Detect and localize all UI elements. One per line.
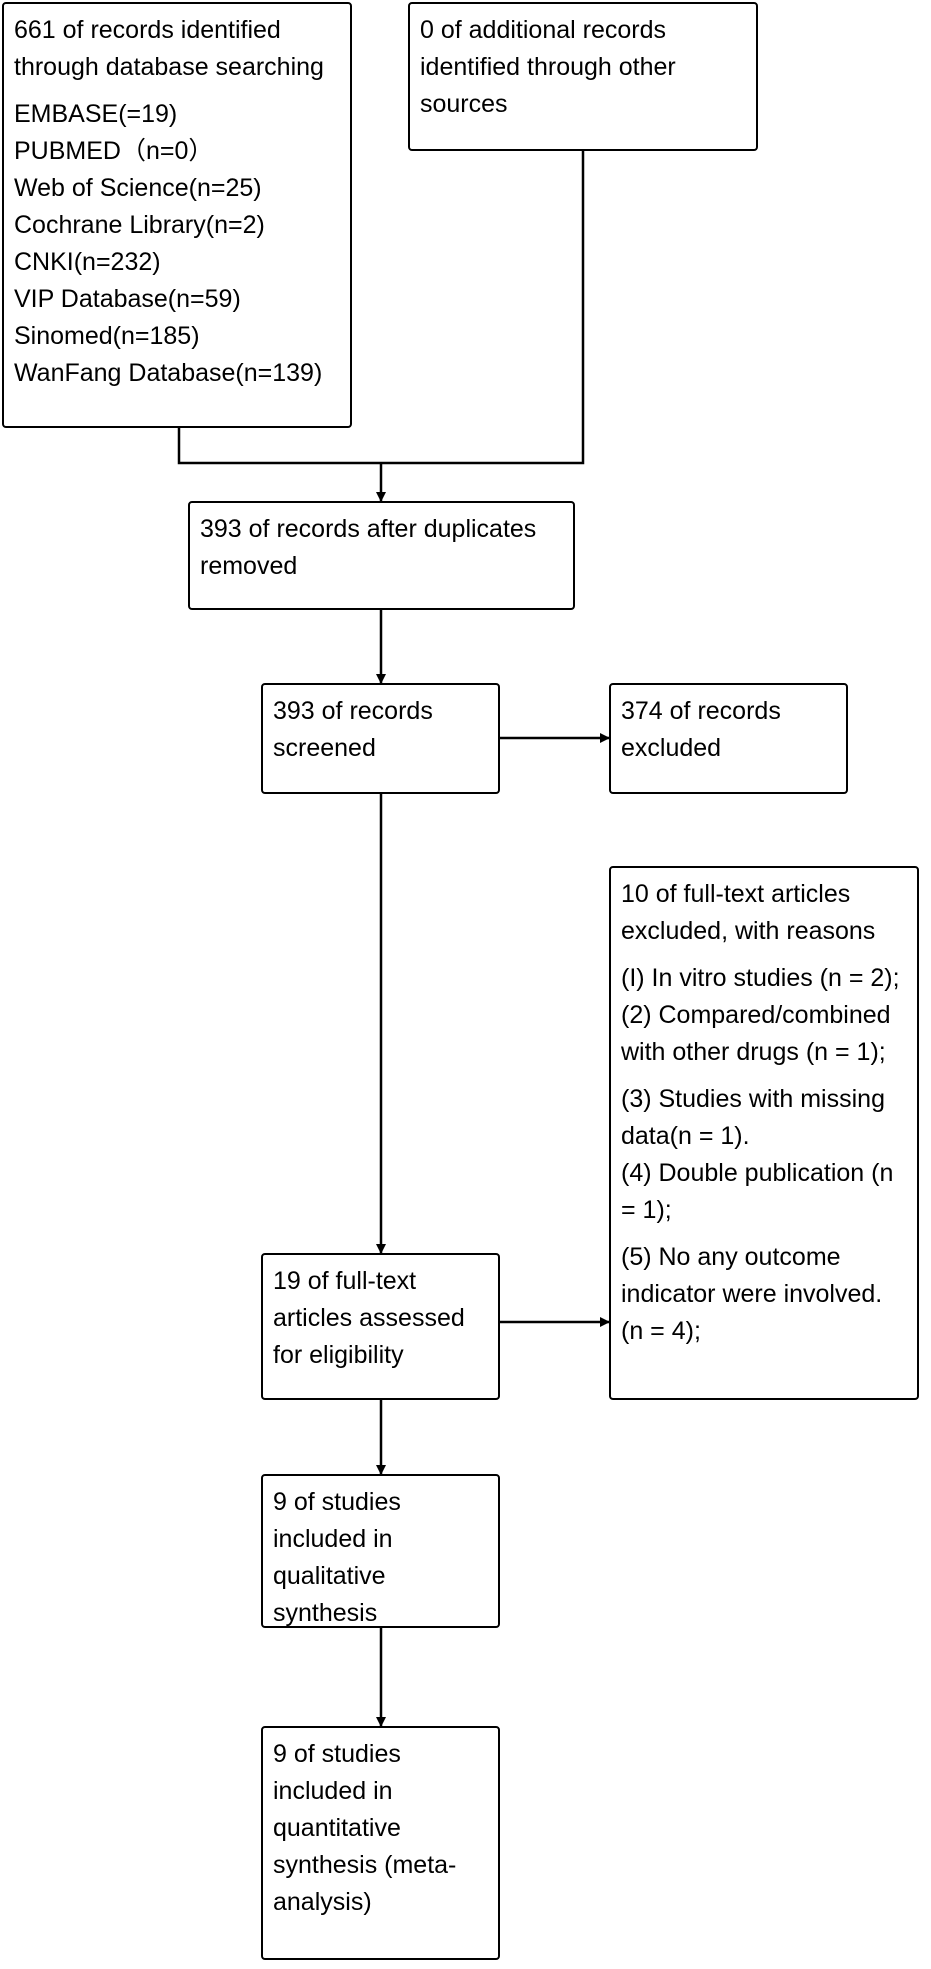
database-source: EMBASE(=19)	[14, 100, 178, 128]
database-source: CNKI(n=232)	[14, 248, 161, 276]
exclusion-reason: (5) No any outcome indicator were involv…	[621, 1243, 883, 1345]
full-text-excluded-heading: 10 of full-text articles excluded, with …	[621, 880, 876, 945]
full-text-assessed-box: 19 of full-text articles assessed for el…	[261, 1253, 500, 1400]
exclusion-reason: (4) Double publication (n = 1);	[621, 1159, 894, 1224]
other-sources-text: 0 of additional records identified throu…	[420, 16, 676, 118]
quantitative-synthesis-box: 9 of studies included in quantitative sy…	[261, 1726, 500, 1960]
database-source: PUBMED（n=0）	[14, 137, 214, 165]
database-source: Sinomed(n=185)	[14, 322, 200, 350]
database-records-box: 661 of records identified through databa…	[2, 2, 352, 428]
records-excluded-text: 374 of records excluded	[621, 697, 781, 762]
database-source: Cochrane Library(n=2)	[14, 211, 265, 239]
database-source-list: EMBASE(=19) PUBMED（n=0） Web of Science(n…	[14, 96, 340, 392]
full-text-assessed-text: 19 of full-text articles assessed for el…	[273, 1267, 465, 1369]
database-source: WanFang Database(n=139)	[14, 359, 323, 387]
qualitative-synthesis-box: 9 of studies included in qualitative syn…	[261, 1474, 500, 1628]
database-source: VIP Database(n=59)	[14, 285, 241, 313]
after-duplicates-text: 393 of records after duplicates removed	[200, 515, 537, 580]
quantitative-synthesis-text: 9 of studies included in quantitative sy…	[273, 1740, 457, 1916]
full-text-excluded-box: 10 of full-text articles excluded, with …	[609, 866, 919, 1400]
database-source: Web of Science(n=25)	[14, 174, 262, 202]
after-duplicates-box: 393 of records after duplicates removed	[188, 501, 575, 610]
exclusion-reason: (I) In vitro studies (n = 2);	[621, 964, 900, 992]
other-sources-box: 0 of additional records identified throu…	[408, 2, 758, 151]
qualitative-synthesis-text: 9 of studies included in qualitative syn…	[273, 1488, 401, 1627]
exclusion-reason: (2) Compared/combined with other drugs (…	[621, 1001, 891, 1066]
screened-text: 393 of records screened	[273, 697, 433, 762]
screened-box: 393 of records screened	[261, 683, 500, 794]
database-records-heading: 661 of records identified through databa…	[14, 16, 324, 81]
exclusion-reason: (3) Studies with missing data(n = 1).	[621, 1085, 885, 1150]
records-excluded-box: 374 of records excluded	[609, 683, 848, 794]
